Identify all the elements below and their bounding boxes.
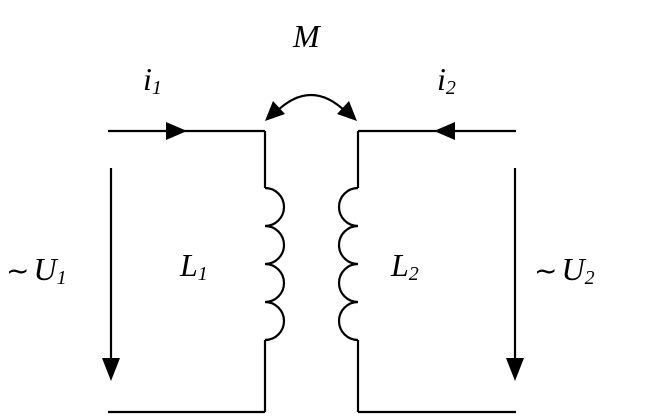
voltage-u1-arrowhead [102,358,120,381]
mutual-arc-right-arrowhead [337,101,357,121]
inductor-l1-coil [264,186,286,342]
current-i1-label: i1 [143,61,162,99]
current-i2-arrowhead [434,122,455,140]
current-i2-label: i2 [437,61,456,99]
inductor-l2-label: L2 [390,247,419,285]
voltage-u2-label: ~U2 [534,251,595,289]
mutual-coupling-arc [275,93,347,113]
inductor-l1-label: L1 [179,247,208,285]
current-i1-arrowhead [166,122,187,140]
voltage-u2-arrowhead [506,358,524,381]
voltage-u1-label: ~U1 [6,251,67,289]
mutual-inductance-label: M [292,18,322,54]
mutual-arc-left-arrowhead [265,101,285,121]
inductor-l2-coil [337,186,359,342]
